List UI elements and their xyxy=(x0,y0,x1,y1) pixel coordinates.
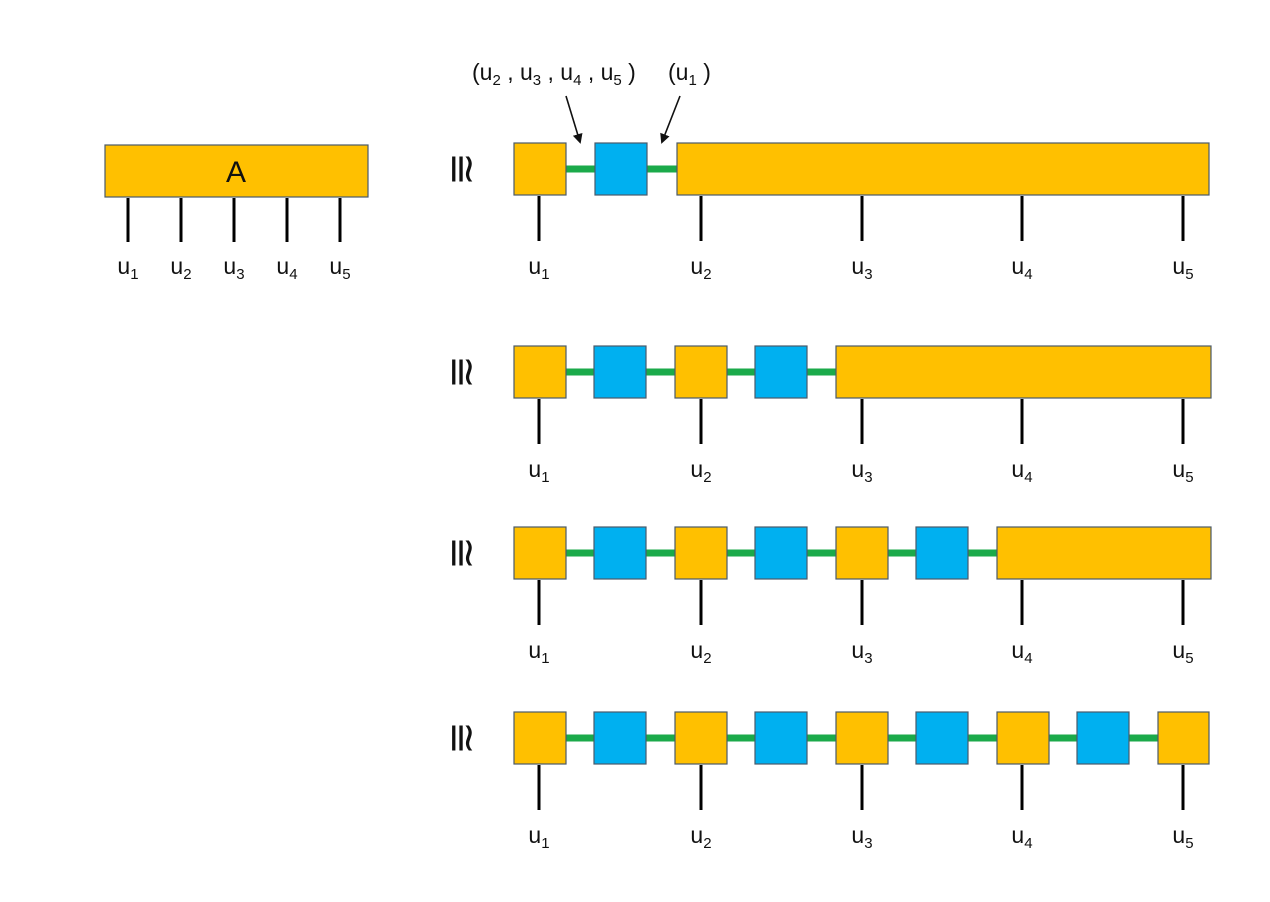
index-label-u3: u3 xyxy=(223,253,244,283)
tensor-a-legs: u1 u2 u3 u4 u5 xyxy=(117,198,351,283)
core-tensor xyxy=(754,711,808,765)
approx-symbol: ≅ xyxy=(439,355,483,389)
decomposition-row-2: ≅ u1 u2 u3 u4 u5 xyxy=(439,345,1212,486)
index-label-u4: u4 xyxy=(276,253,297,283)
index-label-u2: u2 xyxy=(170,253,191,283)
index-label-u3: u3 xyxy=(851,637,872,667)
index-label-u1: u1 xyxy=(528,253,549,283)
index-label-u5: u5 xyxy=(1172,253,1193,283)
annotations: (u2 , u3 , u4 , u5 ) (u1 ) xyxy=(472,59,711,144)
index-label-u4: u4 xyxy=(1011,637,1032,667)
index-label-u1: u1 xyxy=(528,456,549,486)
index-label-u2: u2 xyxy=(690,637,711,667)
remainder-tensor xyxy=(996,526,1212,580)
annotation-right: (u1 ) xyxy=(668,59,711,90)
core-tensor xyxy=(593,526,647,580)
core-tensor xyxy=(754,345,808,399)
index-label-u4: u4 xyxy=(1011,456,1032,486)
index-label-u1: u1 xyxy=(117,253,138,283)
index-label-u2: u2 xyxy=(690,822,711,852)
annotation-left: (u2 , u3 , u4 , u5 ) xyxy=(472,59,636,90)
full-tensor-a: A u1 u2 u3 u4 u5 xyxy=(104,144,369,283)
site-tensor xyxy=(513,526,567,580)
site-tensor xyxy=(513,345,567,399)
site-tensor xyxy=(674,711,728,765)
site-tensor xyxy=(835,711,889,765)
index-label-u1: u1 xyxy=(528,637,549,667)
core-tensor xyxy=(594,142,648,196)
index-label-u3: u3 xyxy=(851,253,872,283)
index-label-u3: u3 xyxy=(851,822,872,852)
index-label-u4: u4 xyxy=(1011,822,1032,852)
core-tensor xyxy=(754,526,808,580)
annotation-right-arrow xyxy=(660,95,681,144)
tensor-a-box xyxy=(104,144,369,198)
index-label-u2: u2 xyxy=(690,456,711,486)
decomposition-row-3: ≅ u1 u2 u3 u4 u5 xyxy=(439,526,1212,667)
core-tensor xyxy=(593,711,647,765)
index-label-u5: u5 xyxy=(1172,637,1193,667)
decomposition-row-1: ≅ u1 u2 u3 u4 u5 xyxy=(439,142,1210,283)
remainder-tensor xyxy=(835,345,1212,399)
remainder-tensor xyxy=(676,142,1210,196)
tensor-a-label: A xyxy=(226,156,246,189)
core-tensor xyxy=(915,711,969,765)
decomposition-row-4: ≅ u1 u2 u3 u4 u5 xyxy=(439,711,1210,852)
index-label-u5: u5 xyxy=(1172,822,1193,852)
site-tensor xyxy=(674,345,728,399)
index-label-u5: u5 xyxy=(1172,456,1193,486)
approx-symbol: ≅ xyxy=(439,721,483,755)
site-tensor xyxy=(513,711,567,765)
site-tensor xyxy=(996,711,1050,765)
index-label-u3: u3 xyxy=(851,456,872,486)
core-tensor xyxy=(915,526,969,580)
decomposition-rows: ≅ u1 u2 u3 u4 u5 ≅ u1 u2 u3 u4 u5 ≅ u1 u2 u3 u4 u5 ≅ u1 u2 u3… xyxy=(439,142,1212,852)
site-tensor xyxy=(513,142,567,196)
index-label-u5: u5 xyxy=(329,253,350,283)
approx-symbol: ≅ xyxy=(439,152,483,186)
index-label-u2: u2 xyxy=(690,253,711,283)
site-tensor xyxy=(674,526,728,580)
core-tensor xyxy=(593,345,647,399)
index-label-u1: u1 xyxy=(528,822,549,852)
core-tensor xyxy=(1076,711,1130,765)
index-label-u4: u4 xyxy=(1011,253,1032,283)
site-tensor xyxy=(1157,711,1210,765)
approx-symbol: ≅ xyxy=(439,536,483,570)
site-tensor xyxy=(835,526,889,580)
annotation-left-arrow xyxy=(565,95,583,144)
